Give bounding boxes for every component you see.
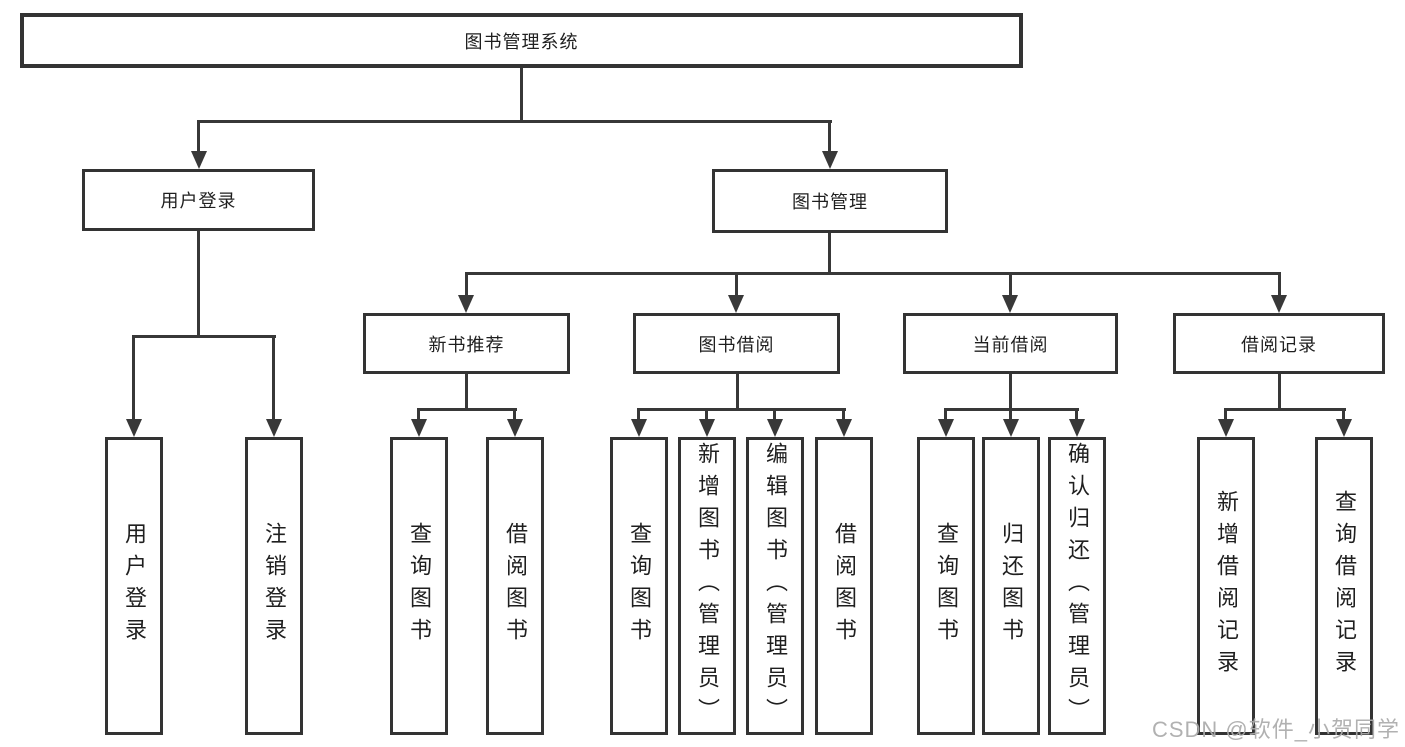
node-label: 当前借阅 xyxy=(972,334,1049,355)
leaf-user-login: 用户登录 xyxy=(105,437,163,735)
connector-line xyxy=(197,231,200,335)
leaf-add-borrow-record: 新增借阅记录 xyxy=(1197,437,1255,735)
arrow-down-icon xyxy=(822,151,838,169)
leaf-label: 注销登录 xyxy=(262,522,287,650)
node-label: 图书借阅 xyxy=(698,334,775,355)
arrow-down-icon xyxy=(266,419,282,437)
connector-line xyxy=(1278,272,1281,300)
leaf-label: 新增借阅记录 xyxy=(1214,490,1239,682)
connector-line xyxy=(132,335,276,338)
leaf-query-borrow-record: 查询借阅记录 xyxy=(1315,437,1373,735)
connector-line xyxy=(1009,408,1012,422)
connector-line xyxy=(773,408,776,422)
leaf-label: 查询图书 xyxy=(627,522,652,650)
connector-line xyxy=(1009,374,1012,410)
node-book-management: 图书管理 xyxy=(712,169,948,233)
node-label: 用户登录 xyxy=(160,191,237,211)
connector-line xyxy=(705,408,708,422)
leaf-query-books-current: 查询图书 xyxy=(917,437,975,735)
leaf-borrow-books-recommend: 借阅图书 xyxy=(486,437,544,735)
connector-line xyxy=(197,120,200,156)
leaf-label: 查询借阅记录 xyxy=(1332,490,1357,682)
arrow-down-icon xyxy=(767,419,783,437)
connector-line xyxy=(197,120,832,123)
leaf-confirm-return-admin: 确认归还（管理员） xyxy=(1048,437,1106,735)
connector-line xyxy=(272,335,275,423)
leaf-label: 用户登录 xyxy=(122,522,147,650)
connector-line xyxy=(513,408,516,422)
leaf-label: 查询图书 xyxy=(934,522,959,650)
connector-line xyxy=(417,408,517,411)
leaf-label: 借阅图书 xyxy=(503,522,528,650)
arrow-down-icon xyxy=(631,419,647,437)
leaf-add-books-admin: 新增图书（管理员） xyxy=(678,437,736,735)
arrow-down-icon xyxy=(836,419,852,437)
arrow-down-icon xyxy=(728,295,744,313)
node-user-login: 用户登录 xyxy=(82,169,315,231)
connector-line xyxy=(1342,408,1345,422)
node-label: 借阅记录 xyxy=(1241,334,1317,355)
arrow-down-icon xyxy=(1218,419,1234,437)
arrow-down-icon xyxy=(507,419,523,437)
arrow-down-icon xyxy=(1002,295,1018,313)
connector-line xyxy=(637,408,640,422)
connector-line xyxy=(1224,408,1227,422)
csdn-watermark: CSDN @软件_小贺同学 xyxy=(1151,717,1400,742)
leaf-label: 归还图书 xyxy=(999,522,1024,650)
node-label: 新书推荐 xyxy=(428,334,505,355)
connector-line xyxy=(944,408,947,422)
leaf-query-books-recommend: 查询图书 xyxy=(390,437,448,735)
leaf-label: 借阅图书 xyxy=(832,522,857,650)
connector-line xyxy=(828,233,831,274)
connector-line xyxy=(465,272,468,300)
connector-line xyxy=(637,408,846,411)
node-current-borrow: 当前借阅 xyxy=(903,313,1118,374)
arrow-down-icon xyxy=(1069,419,1085,437)
connector-line xyxy=(465,374,468,410)
leaf-label: 查询图书 xyxy=(407,522,432,650)
connector-line xyxy=(1009,272,1012,300)
arrow-down-icon xyxy=(1336,419,1352,437)
connector-line xyxy=(417,408,420,422)
leaf-label: 编辑图书（管理员） xyxy=(763,442,788,730)
leaf-return-books: 归还图书 xyxy=(982,437,1040,735)
arrow-down-icon xyxy=(699,419,715,437)
node-borrow-records: 借阅记录 xyxy=(1173,313,1385,374)
leaf-query-books-borrow: 查询图书 xyxy=(610,437,668,735)
node-book-borrow: 图书借阅 xyxy=(633,313,840,374)
node-new-book-recommend: 新书推荐 xyxy=(363,313,570,374)
arrow-down-icon xyxy=(1003,419,1019,437)
connector-line xyxy=(132,335,135,423)
arrow-down-icon xyxy=(126,419,142,437)
arrow-down-icon xyxy=(938,419,954,437)
arrow-down-icon xyxy=(411,419,427,437)
arrow-down-icon xyxy=(1271,295,1287,313)
leaf-label: 确认归还（管理员） xyxy=(1065,442,1090,730)
leaf-logout: 注销登录 xyxy=(245,437,303,735)
leaf-edit-books-admin: 编辑图书（管理员） xyxy=(746,437,804,735)
connector-line xyxy=(465,272,1281,275)
node-library-management-system: 图书管理系统 xyxy=(20,13,1023,68)
connector-line xyxy=(828,120,831,156)
arrow-down-icon xyxy=(191,151,207,169)
arrow-down-icon xyxy=(458,295,474,313)
connector-line xyxy=(1224,408,1346,411)
connector-line xyxy=(1278,374,1281,410)
connector-line xyxy=(736,374,739,410)
connector-line xyxy=(1075,408,1078,422)
connector-line xyxy=(842,408,845,422)
node-label: 图书管理系统 xyxy=(464,31,579,52)
leaf-label: 新增图书（管理员） xyxy=(695,442,720,730)
node-label: 图书管理 xyxy=(792,192,868,212)
leaf-borrow-books: 借阅图书 xyxy=(815,437,873,735)
connector-line xyxy=(520,68,523,120)
connector-line xyxy=(735,272,738,300)
